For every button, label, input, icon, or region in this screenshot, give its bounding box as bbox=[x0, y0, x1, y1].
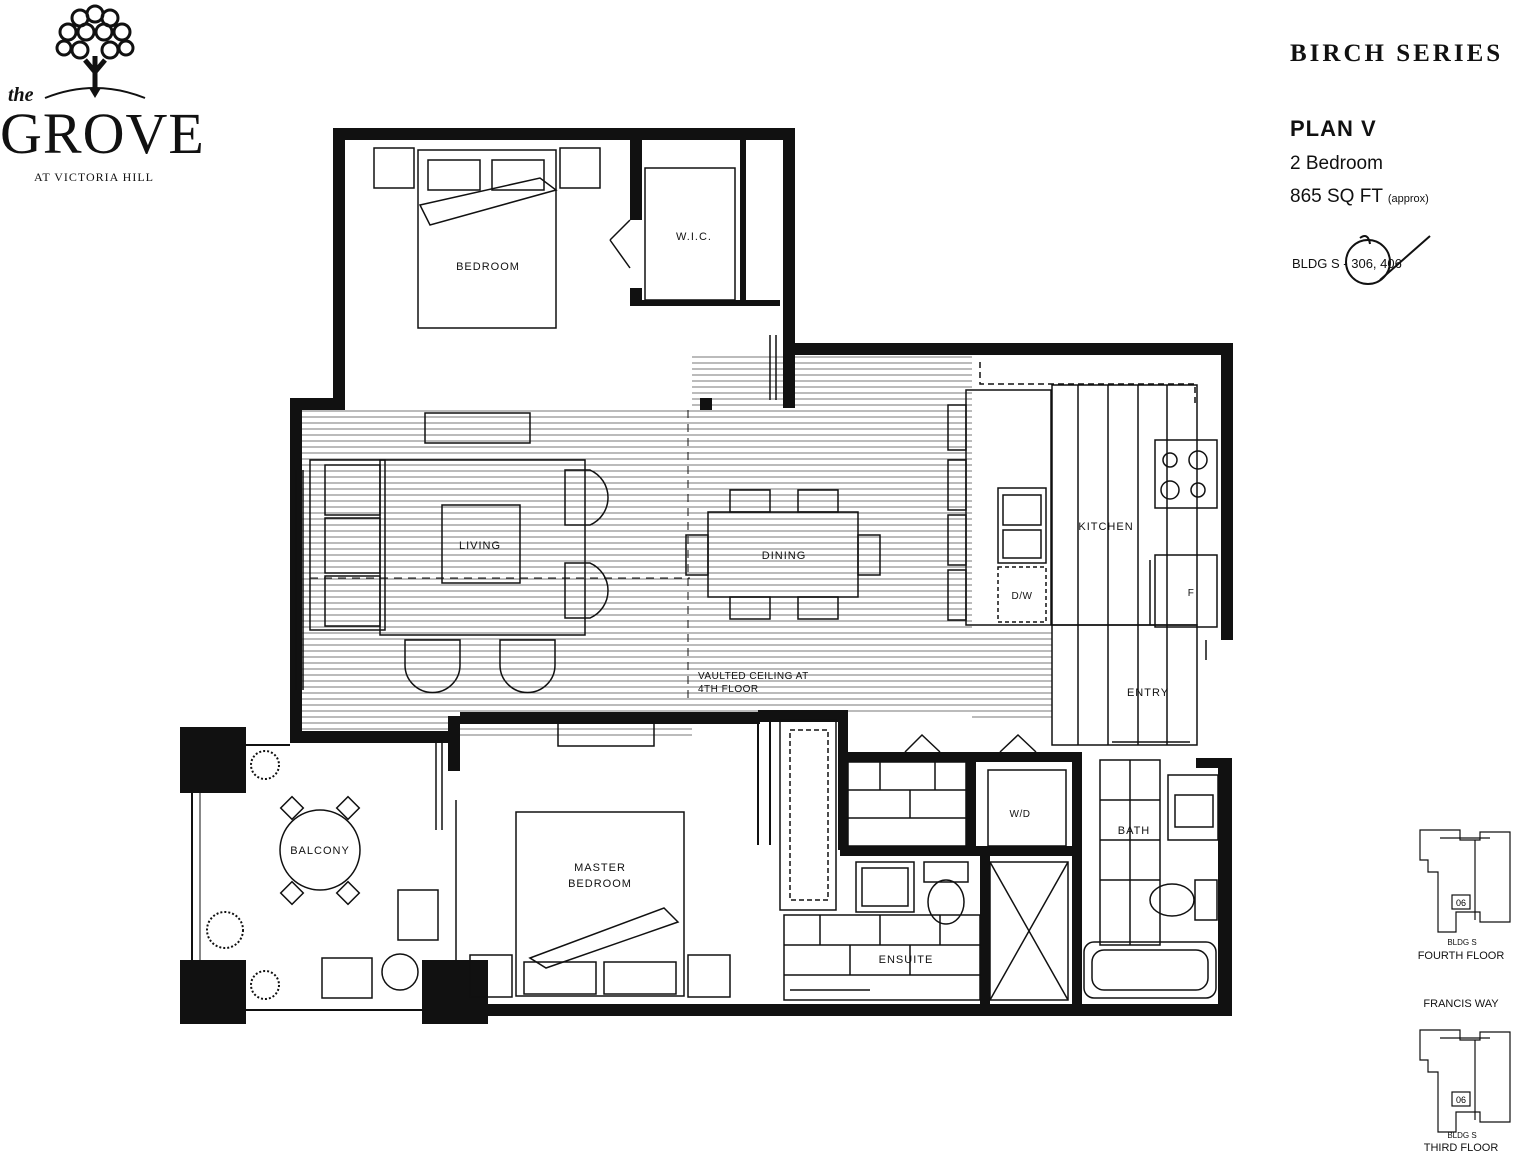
dining-floor bbox=[692, 355, 972, 715]
room-label-dining: DINING bbox=[762, 550, 807, 562]
room-label-kitchen: KITCHEN bbox=[1078, 521, 1133, 533]
room-label-wd: W/D bbox=[1010, 809, 1031, 820]
brand-subtitle: AT VICTORIA HILL bbox=[34, 170, 155, 184]
plan-area: 865 SQ FT (approx) bbox=[1290, 186, 1429, 208]
plan-name: PLAN V bbox=[1290, 116, 1377, 141]
note-vaulted-2: 4TH FLOOR bbox=[698, 684, 759, 695]
room-label-balcony: BALCONY bbox=[290, 845, 350, 857]
room-label-living: LIVING bbox=[459, 540, 501, 552]
handwritten-circle-mark bbox=[1345, 235, 1431, 285]
plant-icon bbox=[206, 750, 280, 1000]
room-label-master-2: BEDROOM bbox=[568, 878, 632, 890]
plan-area-note: (approx) bbox=[1387, 193, 1429, 205]
room-label-wic: W.I.C. bbox=[676, 231, 712, 243]
key-plan-third-bldg: BLDG S bbox=[1447, 1131, 1477, 1140]
key-plan-street: FRANCIS WAY bbox=[1423, 998, 1499, 1010]
series-title: BIRCH SERIES bbox=[1290, 40, 1504, 67]
room-label-ensuite: ENSUITE bbox=[879, 954, 934, 966]
room-label-bath: BATH bbox=[1118, 825, 1151, 837]
key-plan-fourth-bldg: BLDG S bbox=[1447, 938, 1477, 947]
key-plan-third-label: THIRD FLOOR bbox=[1423, 1142, 1499, 1154]
tree-logo-icon bbox=[44, 4, 146, 99]
brand-name: GROVE bbox=[0, 101, 205, 166]
key-plan-unit-4: 06 bbox=[1456, 898, 1466, 908]
room-label-master-1: MASTER bbox=[574, 862, 626, 874]
plan-area-value: 865 SQ FT bbox=[1290, 186, 1383, 207]
brand-the: the bbox=[8, 84, 34, 106]
key-plan-unit-3: 06 bbox=[1456, 1095, 1466, 1105]
note-vaulted-1: VAULTED CEILING AT bbox=[698, 671, 809, 682]
room-label-fridge: F bbox=[1188, 588, 1195, 599]
room-label-dw: D/W bbox=[1012, 591, 1033, 602]
key-plan-third-floor bbox=[1419, 1029, 1511, 1133]
room-label-bedroom: BEDROOM bbox=[456, 261, 520, 273]
room-label-entry: ENTRY bbox=[1127, 687, 1169, 699]
plan-bedrooms: 2 Bedroom bbox=[1290, 153, 1383, 174]
key-plan-fourth-label: FOURTH FLOOR bbox=[1417, 950, 1505, 962]
key-plan-fourth-floor bbox=[1419, 829, 1511, 933]
